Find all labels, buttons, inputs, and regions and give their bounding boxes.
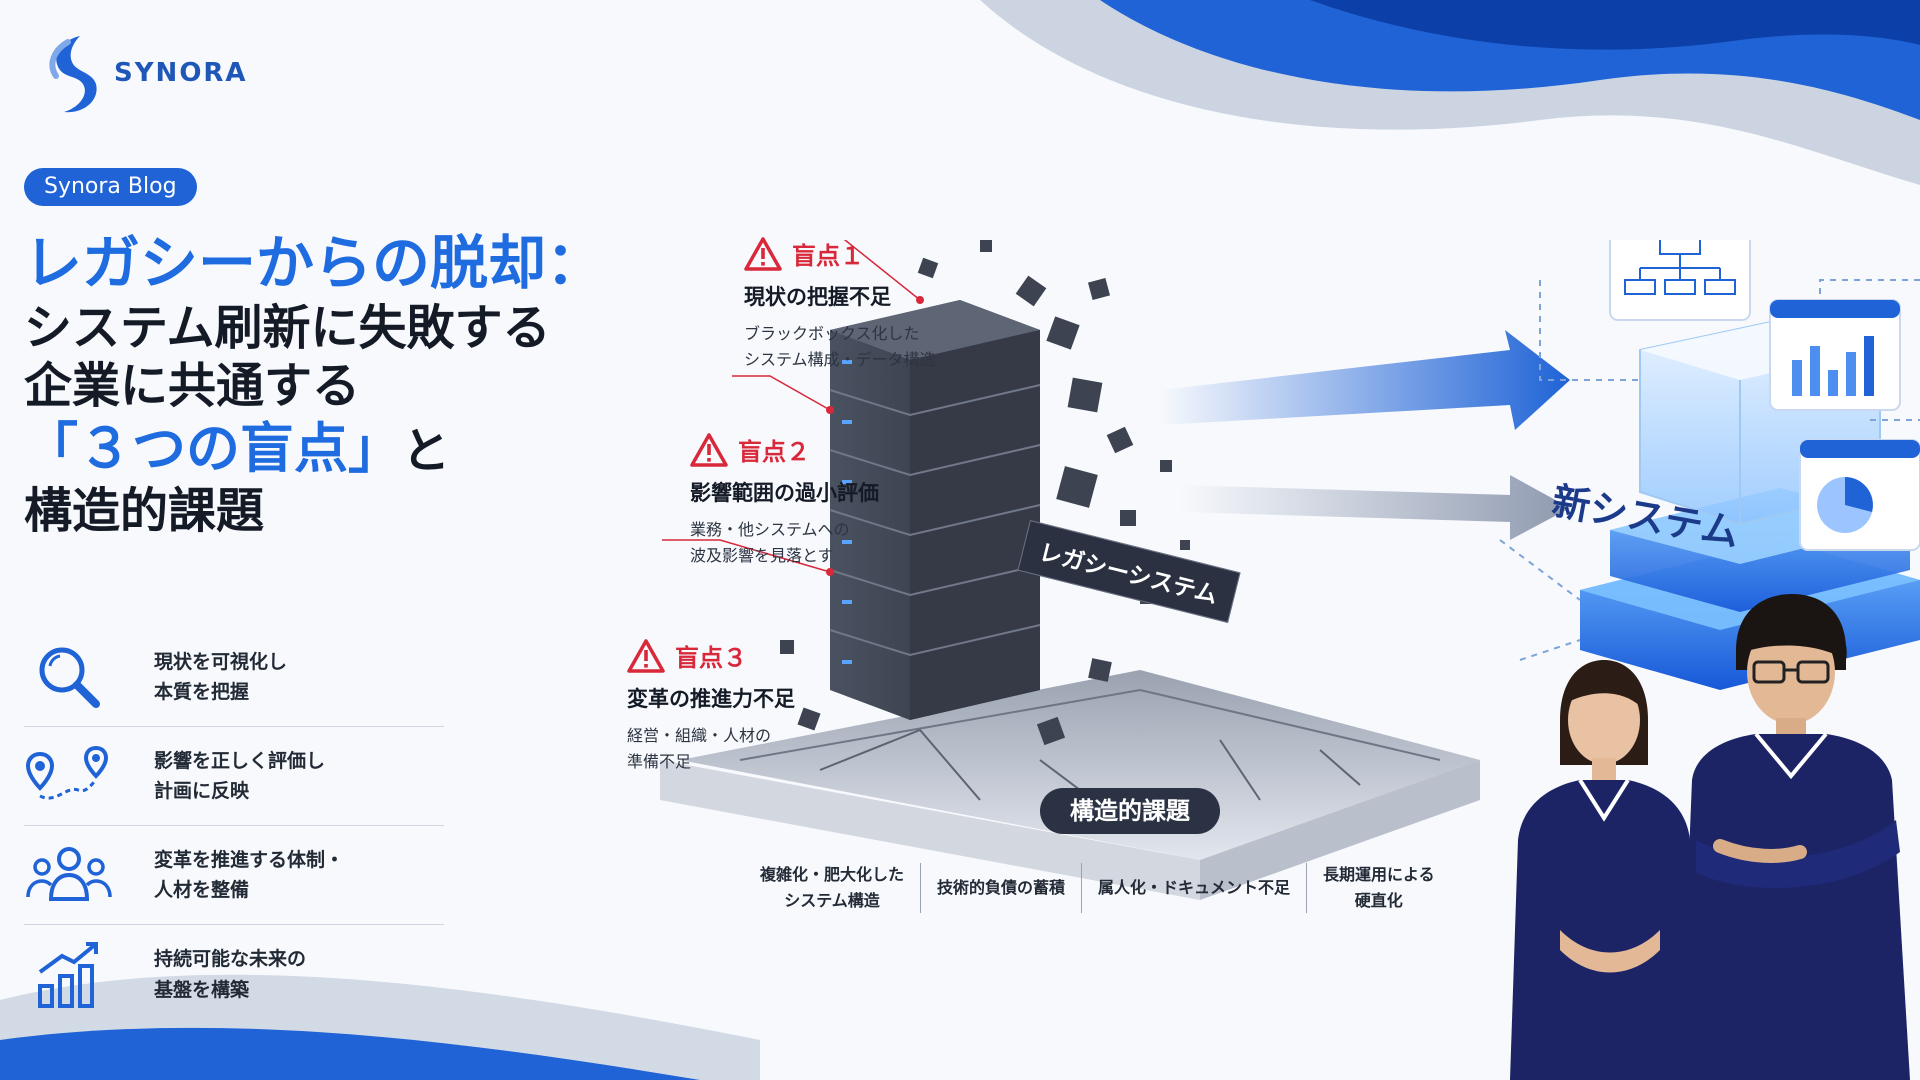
divider [1081,862,1083,913]
list-item-line: 現状を可視化し [154,650,288,673]
staff-person-woman [1510,660,1698,1080]
warning-icon [744,236,782,271]
legacy-to-new-illustration [660,240,1920,900]
issue-line: 長期運用による [1323,865,1435,884]
title-line-1: レガシーからの脱却： [24,229,605,297]
blind-spot-label: 盲点２ [738,438,810,466]
list-item-line: 本質を把握 [154,681,250,703]
description-line: 経営・組織・人材の [627,726,772,745]
title-particle: と [402,422,451,479]
list-item: 持続可能な未来の 基盤を構築 [24,925,444,1024]
list-item-line: 変革を推進する体制・ [154,848,345,871]
warning-icon [690,432,728,467]
legacy-server-block [829,300,1041,720]
blind-spot-heading: 盲点２ [690,432,879,467]
list-item: 変革を推進する体制・ 人材を整備 [24,826,444,925]
magnifier-icon [24,637,114,717]
blind-spot-label: 盲点３ [675,644,747,672]
page-title: レガシーからの脱却： システム刷新に失敗する 企業に共通する 「３つの盲点」と … [24,228,684,540]
debris-fragments [780,240,1190,746]
staff-person-man [1680,594,1910,1080]
bar-chart-window-card [1769,299,1901,411]
title-line-3: 企業に共通する [24,358,361,415]
blind-spot-title: 現状の把握不足 [744,285,891,309]
blind-spot-2: 盲点２ 影響範囲の過小評価 業務・他システムへの 波及影響を見落とす [690,432,879,568]
blind-spot-description: ブラックボックス化した システム構成・データ構造 [744,321,936,372]
description-line: システム構成・データ構造 [744,349,936,369]
list-item: 現状を可視化し 本質を把握 [24,628,444,727]
list-item-text: 影響を正しく評価し 計画に反映 [154,746,325,807]
callout-lines [662,240,921,573]
description-line: 準備不足 [627,751,692,771]
list-item-line: 基盤を構築 [154,978,250,1001]
blind-spot-label: 盲点１ [792,242,864,270]
blog-badge[interactable]: Synora Blog [24,168,197,206]
issue-item: 属人化・ドキュメント不足 [1082,875,1306,901]
title-highlight: 「３つの盲点」 [24,416,402,480]
divider [920,862,922,913]
blind-spot-title: 変革の推進力不足 [627,687,795,711]
blind-spot-description: 経営・組織・人材の 準備不足 [627,723,795,774]
issue-item: 複雑化・肥大化した システム構造 [744,862,920,913]
list-item-text: 現状を可視化し 本質を把握 [154,647,287,708]
issue-item: 長期運用による 硬直化 [1307,862,1451,913]
description-line: ブラックボックス化した [744,324,920,343]
description-line: 業務・他システムへの [690,520,850,539]
blind-spot-3: 盲点３ 変革の推進力不足 経営・組織・人材の 準備不足 [627,638,795,774]
transition-arrow-gray [1180,475,1570,540]
pie-chart-window-card [1799,439,1920,551]
structural-issues-label: 構造的課題 [1040,788,1220,834]
description-line: 波及影響を見落とす [690,545,834,565]
decorative-wave-bottom [0,974,760,1080]
list-item-text: 変革を推進する体制・ 人材を整備 [154,845,344,906]
staff-photo [1510,594,1910,1080]
list-item-line: 影響を正しく評価し [154,749,326,772]
synora-logo-icon [49,36,97,113]
growth-chart-icon [24,935,114,1015]
title-line-2: システム刷新に失敗する [24,299,551,356]
decorative-wave-top [980,0,1920,185]
issue-line: 複雑化・肥大化した [760,865,905,884]
logo-text: SYNORA [114,58,248,88]
list-item-line: 人材を整備 [154,879,250,901]
list-item-line: 持続可能な未来の [154,948,307,971]
title-line-4: 「３つの盲点」と [24,416,684,482]
warning-icon [627,638,665,673]
issue-line: 硬直化 [1354,890,1403,910]
list-item: 影響を正しく評価し 計画に反映 [24,727,444,826]
list-item-line: 計画に反映 [154,780,250,802]
diagram-window-card [1609,240,1751,321]
transition-arrow-blue [1160,330,1570,430]
blind-spot-heading: 盲点３ [627,638,795,673]
list-item-text: 持続可能な未来の 基盤を構築 [154,944,306,1005]
structural-issues-row: 複雑化・肥大化した システム構造 技術的負債の蓄積 属人化・ドキュメント不足 長… [744,862,1451,913]
issue-item: 技術的負債の蓄積 [921,875,1081,901]
issue-line: システム構造 [784,890,880,910]
team-icon [24,835,114,915]
blind-spot-title: 影響範囲の過小評価 [690,481,879,505]
route-pin-icon [24,736,114,816]
divider [1306,862,1308,913]
brand-logo[interactable]: SYNORA [40,30,248,116]
cracked-floor [680,670,1480,860]
blind-spot-1: 盲点１ 現状の把握不足 ブラックボックス化した システム構成・データ構造 [744,236,936,372]
solutions-list: 現状を可視化し 本質を把握 影響を正しく評価し 計画に反映 変革を推進する体制・… [24,628,444,1024]
issue-line: 属人化・ドキュメント不足 [1098,877,1291,897]
issue-line: 技術的負債の蓄積 [937,877,1066,897]
title-line-5: 構造的課題 [24,482,265,539]
blind-spot-heading: 盲点１ [744,236,936,271]
blind-spot-description: 業務・他システムへの 波及影響を見落とす [690,517,879,568]
